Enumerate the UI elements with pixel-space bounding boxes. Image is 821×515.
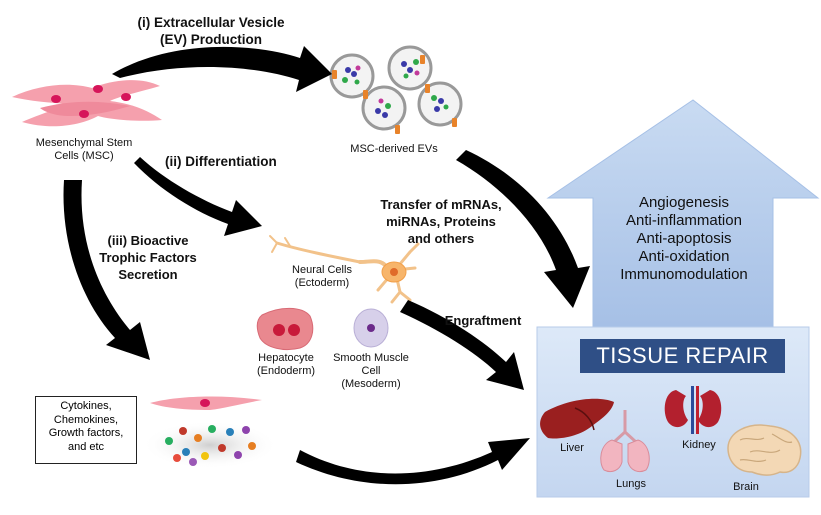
transfer-label-line3: and others bbox=[408, 231, 474, 246]
secretion-label-line3: Secretion bbox=[118, 267, 177, 282]
factors-box-line: Growth factors, bbox=[48, 427, 124, 439]
factors-box-line: Cytokines, bbox=[60, 400, 112, 412]
factors-box: Cytokines, Chemokines, Growth factors, a… bbox=[35, 396, 137, 464]
secreted-factors-illustration bbox=[142, 396, 278, 469]
ev-vesicle bbox=[387, 45, 433, 91]
engraftment-label: Engraftment bbox=[445, 313, 522, 328]
arrow-ev-to-tissue bbox=[456, 150, 590, 308]
ev-vesicles-illustration bbox=[329, 45, 463, 134]
lungs-illustration bbox=[600, 410, 650, 473]
smooth-muscle-cell-illustration bbox=[353, 308, 389, 348]
smooth-muscle-label-line1: Smooth Muscle bbox=[333, 352, 409, 364]
factors-box-line: and etc bbox=[67, 440, 105, 453]
hepatocyte-illustration bbox=[256, 307, 314, 351]
liver-label: Liver bbox=[560, 442, 584, 454]
evs-label: MSC-derived EVs bbox=[350, 143, 438, 155]
ev-vesicle bbox=[329, 53, 375, 99]
neural-cell-illustration bbox=[269, 235, 420, 304]
secretion-label-line2: Trophic Factors bbox=[99, 250, 197, 265]
effects-up-arrow bbox=[546, 99, 820, 327]
effect-anti-inflammation: Anti-inflammation bbox=[626, 212, 742, 229]
kidney-label: Kidney bbox=[682, 439, 716, 451]
arrow-secretion bbox=[63, 180, 150, 360]
smooth-muscle-label-line2: Cell bbox=[362, 365, 381, 377]
hepatocyte-label-line2: (Endoderm) bbox=[257, 365, 315, 377]
factors-box-line: Chemokines, bbox=[53, 413, 119, 426]
arrow-engraftment bbox=[400, 300, 524, 390]
msc-cells-illustration bbox=[12, 80, 162, 127]
effect-angiogenesis: Angiogenesis bbox=[639, 194, 729, 211]
differentiation-label: (ii) Differentiation bbox=[165, 154, 277, 169]
ev-production-label-line2: (EV) Production bbox=[160, 32, 262, 47]
neural-label-line2: (Ectoderm) bbox=[295, 277, 349, 289]
arrow-ev-production bbox=[112, 46, 332, 92]
lungs-label: Lungs bbox=[616, 478, 646, 490]
flow-arrows bbox=[63, 46, 590, 485]
effect-anti-apoptosis: Anti-apoptosis bbox=[636, 230, 731, 247]
msc-label-line2: Cells (MSC) bbox=[54, 150, 113, 162]
brain-label: Brain bbox=[733, 481, 759, 493]
liver-illustration bbox=[540, 398, 614, 439]
tissue-repair-title: TISSUE REPAIR bbox=[580, 339, 785, 373]
neural-label-line1: Neural Cells bbox=[292, 264, 352, 276]
kidney-illustration bbox=[664, 386, 722, 434]
msc-label-line1: Mesenchymal Stem bbox=[36, 137, 133, 149]
arrow-differentiation bbox=[134, 157, 262, 236]
arrow-factors-to-tissue bbox=[296, 438, 530, 485]
transfer-label-line1: Transfer of mRNAs, bbox=[380, 197, 501, 212]
ev-vesicle bbox=[361, 85, 407, 131]
brain-illustration bbox=[727, 424, 802, 476]
ev-production-label-line1: (i) Extracellular Vesicle bbox=[137, 15, 285, 30]
effect-immunomodulation: Immunomodulation bbox=[620, 266, 748, 283]
hepatocyte-label-line1: Hepatocyte bbox=[258, 352, 314, 364]
transfer-label-line2: miRNAs, Proteins bbox=[386, 214, 496, 229]
smooth-muscle-label-line3: (Mesoderm) bbox=[341, 378, 400, 390]
ev-vesicle bbox=[417, 81, 463, 127]
effect-anti-oxidation: Anti-oxidation bbox=[639, 248, 730, 265]
secretion-label-line1: (iii) Bioactive bbox=[108, 233, 189, 248]
